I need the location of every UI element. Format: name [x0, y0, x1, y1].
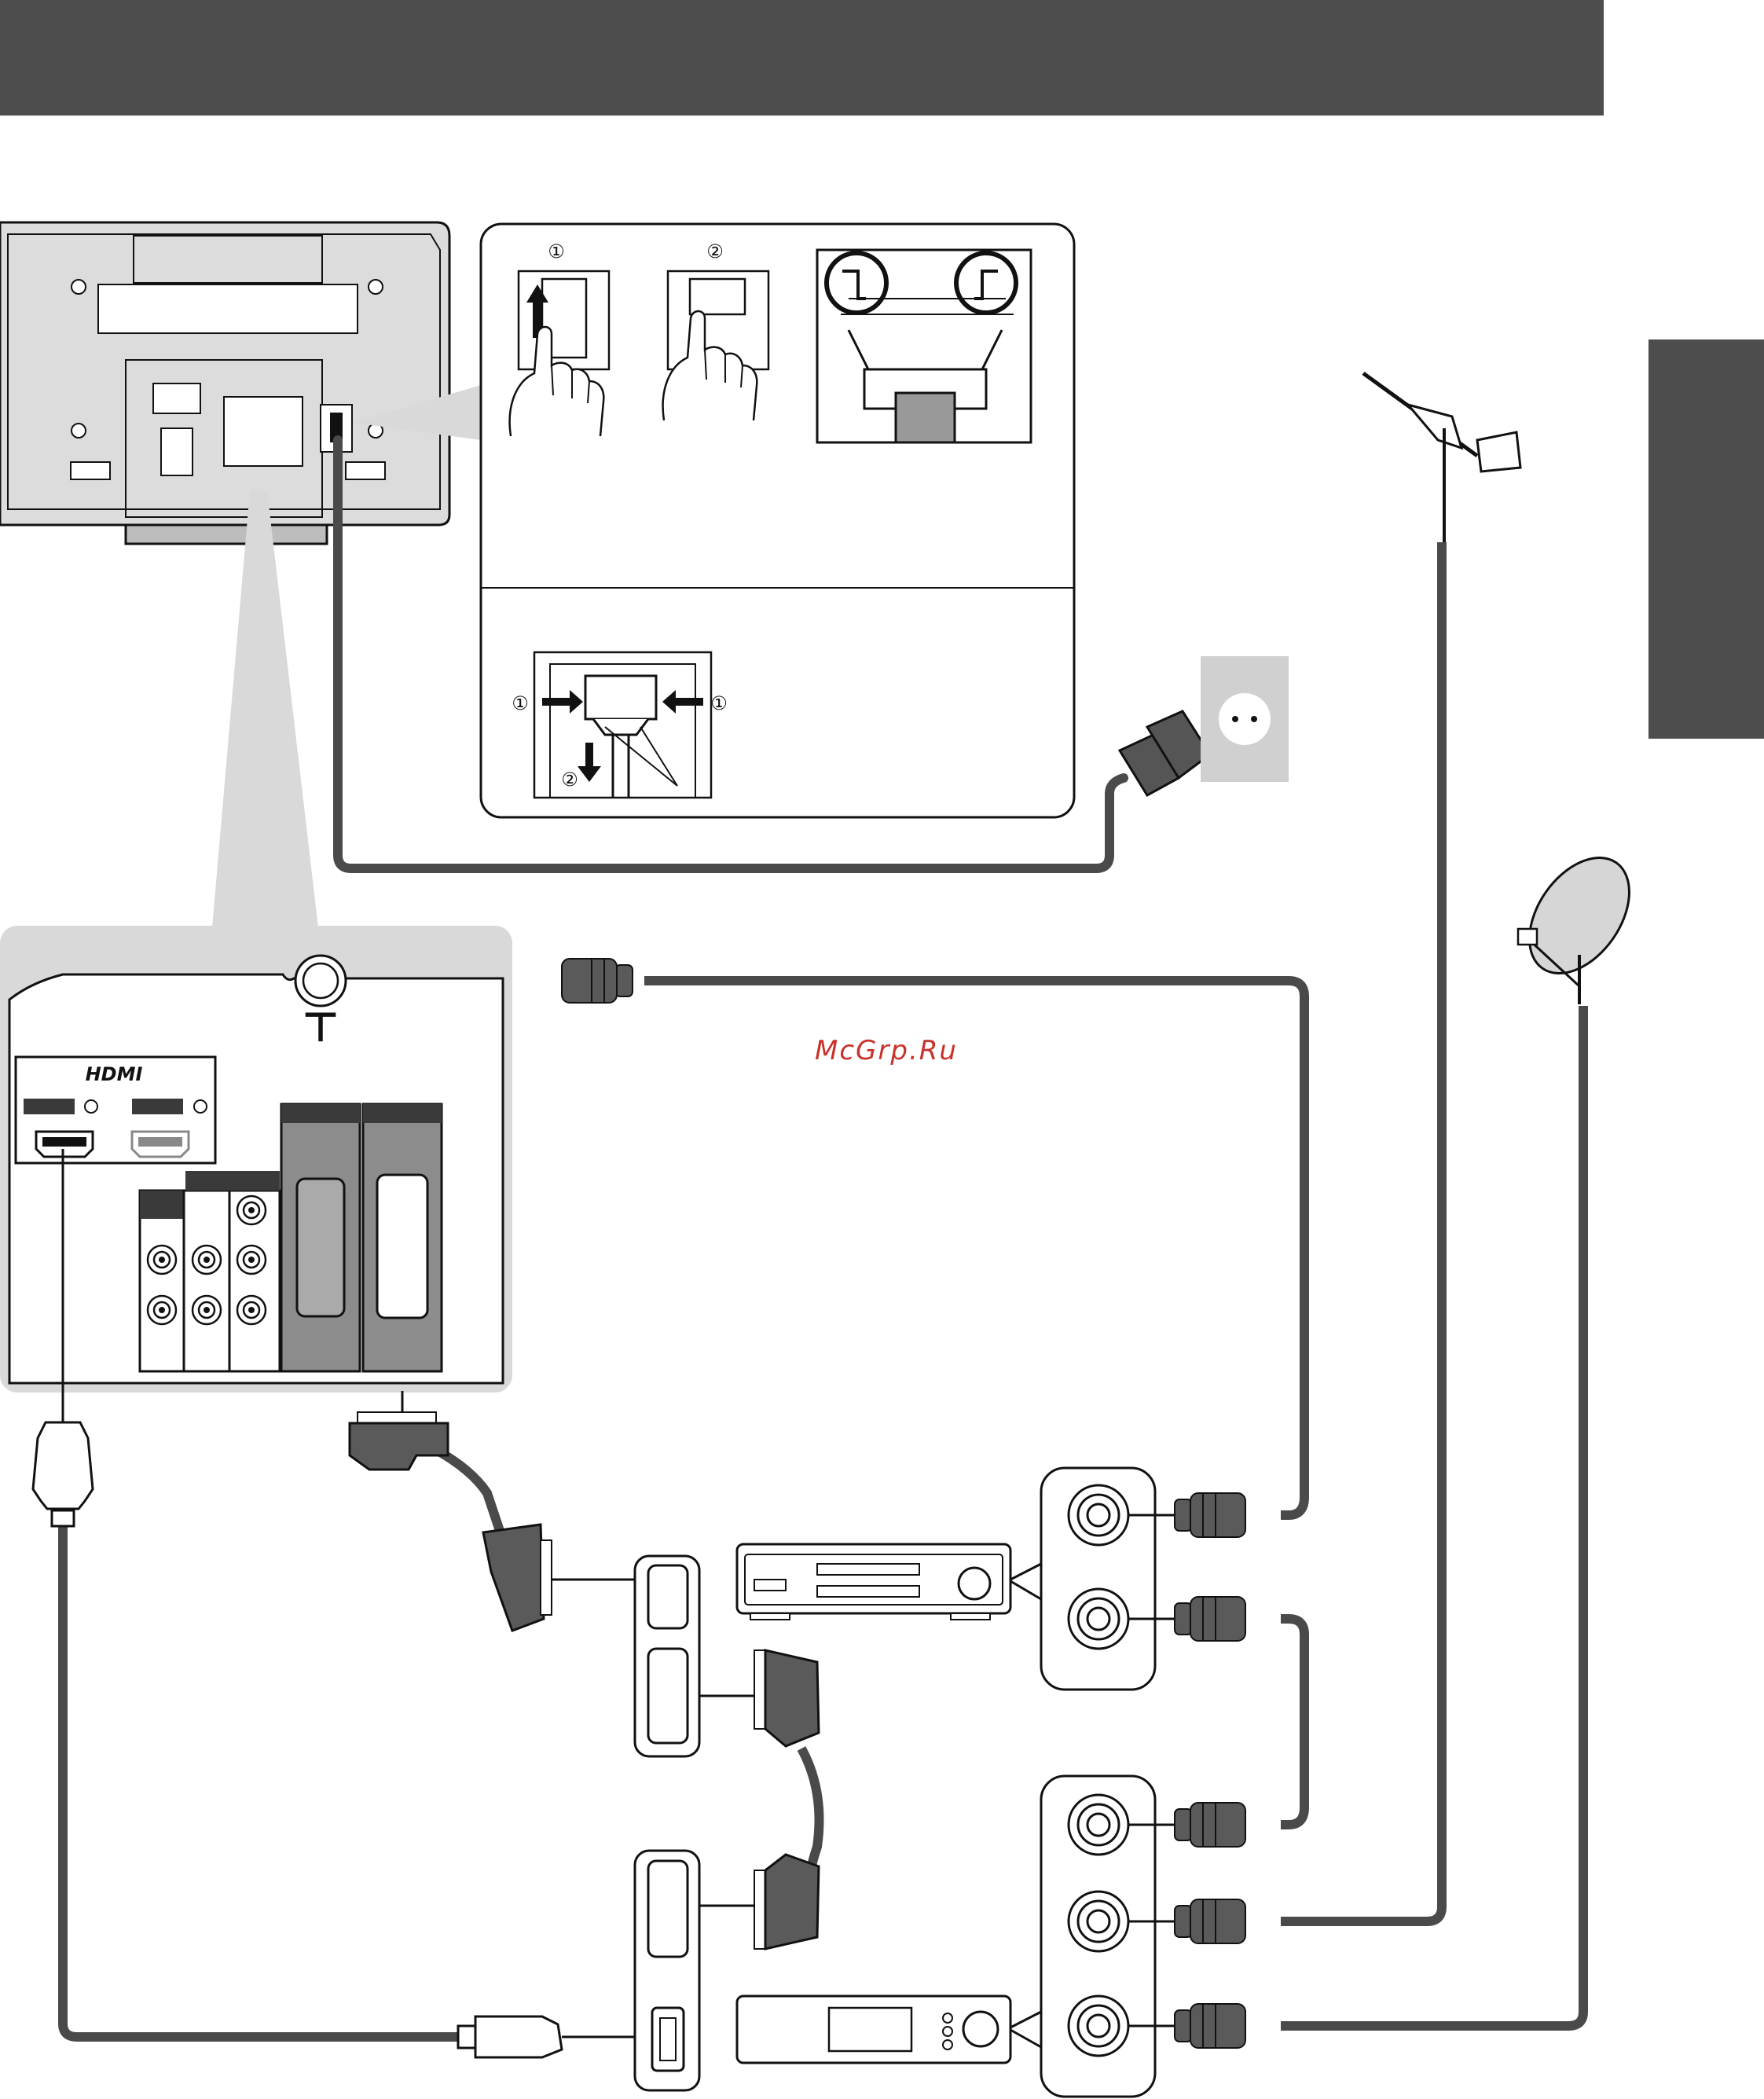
set-top-box-icon: [737, 1996, 1010, 2063]
scart-plug-icon: [350, 1391, 448, 1470]
scart-plug-icon: [483, 1525, 636, 1631]
mains-plug-icon: [1120, 711, 1210, 795]
scart-plug-icon: [691, 1855, 819, 1949]
rf-cable-tv-to-vcr: [644, 981, 1304, 1515]
vcr-icon: [737, 1544, 1010, 1620]
av-rca-jack[interactable]: [237, 1196, 266, 1224]
av-rca-jack[interactable]: [148, 1296, 176, 1324]
stb-rf-out-jack[interactable]: [1069, 1795, 1128, 1855]
tv-back-icon: [0, 222, 449, 544]
av-rca-jack[interactable]: [237, 1246, 266, 1274]
hdmi-cable: [63, 1525, 471, 2037]
step-1-label: ①: [710, 692, 728, 714]
av-rca-jack[interactable]: [193, 1296, 221, 1324]
hdmi-plug-icon: [33, 1422, 93, 1526]
step-1-label: ①: [548, 240, 565, 262]
side-tab: [1648, 339, 1764, 739]
header-bar: [0, 0, 1604, 116]
step-1-label: ①: [512, 692, 529, 714]
av-rca-jack[interactable]: [237, 1296, 266, 1324]
step-2-label: ②: [561, 769, 578, 791]
aerial-symbol: ⊤: [302, 1004, 339, 1051]
step-2-label: ②: [706, 240, 724, 262]
scart-cable-tv-to-vcr: [436, 1450, 503, 1540]
rf-plug-icon: [562, 959, 633, 1003]
satellite-cable: [1281, 1006, 1583, 2026]
stb-aerial-in-jack[interactable]: [1069, 1892, 1128, 1951]
hdmi-1-label-plate: [24, 1099, 75, 1114]
scart-plug-icon: [691, 1650, 819, 1746]
rf-plug-icon: [1175, 1493, 1245, 1537]
power-cord-inset: ① ② ① ① ②: [481, 224, 1074, 817]
zoom-beam-terminals: [212, 491, 318, 927]
terminal-panel: ⊤ HDMI: [0, 926, 512, 1393]
stb-satellite-in-jack[interactable]: [1069, 1996, 1128, 2056]
rf-plug-icon: [1175, 1899, 1245, 1943]
vcr-rf-out-jack[interactable]: [1069, 1589, 1128, 1649]
vcr-rf-in-jack[interactable]: [1069, 1485, 1128, 1545]
vcr-scart-socket-1[interactable]: [648, 1565, 688, 1628]
av-rca-jack[interactable]: [193, 1246, 221, 1274]
av2-scart-socket[interactable]: [377, 1175, 427, 1318]
av-rca-jack[interactable]: [148, 1246, 176, 1274]
rf-plug-icon: [1175, 2004, 1245, 2048]
wall-socket-icon: [1201, 656, 1289, 782]
rf-cable-vcr-to-stb: [1281, 1619, 1304, 1825]
rf-plug-icon: [1175, 1597, 1245, 1641]
aerial-icon: [1363, 373, 1520, 542]
hdmi-label: HDMI: [86, 1063, 143, 1085]
watermark: McGrp.Ru: [815, 1035, 958, 1066]
rf-plug-icon: [1175, 1803, 1245, 1847]
stb-scart-socket[interactable]: [648, 1861, 688, 1957]
vcr-scart-socket-2[interactable]: [648, 1649, 688, 1743]
satellite-dish-icon: [1509, 839, 1649, 1004]
hdmi-plug-icon: [458, 2016, 636, 2057]
av1-scart-socket[interactable]: [297, 1179, 344, 1316]
